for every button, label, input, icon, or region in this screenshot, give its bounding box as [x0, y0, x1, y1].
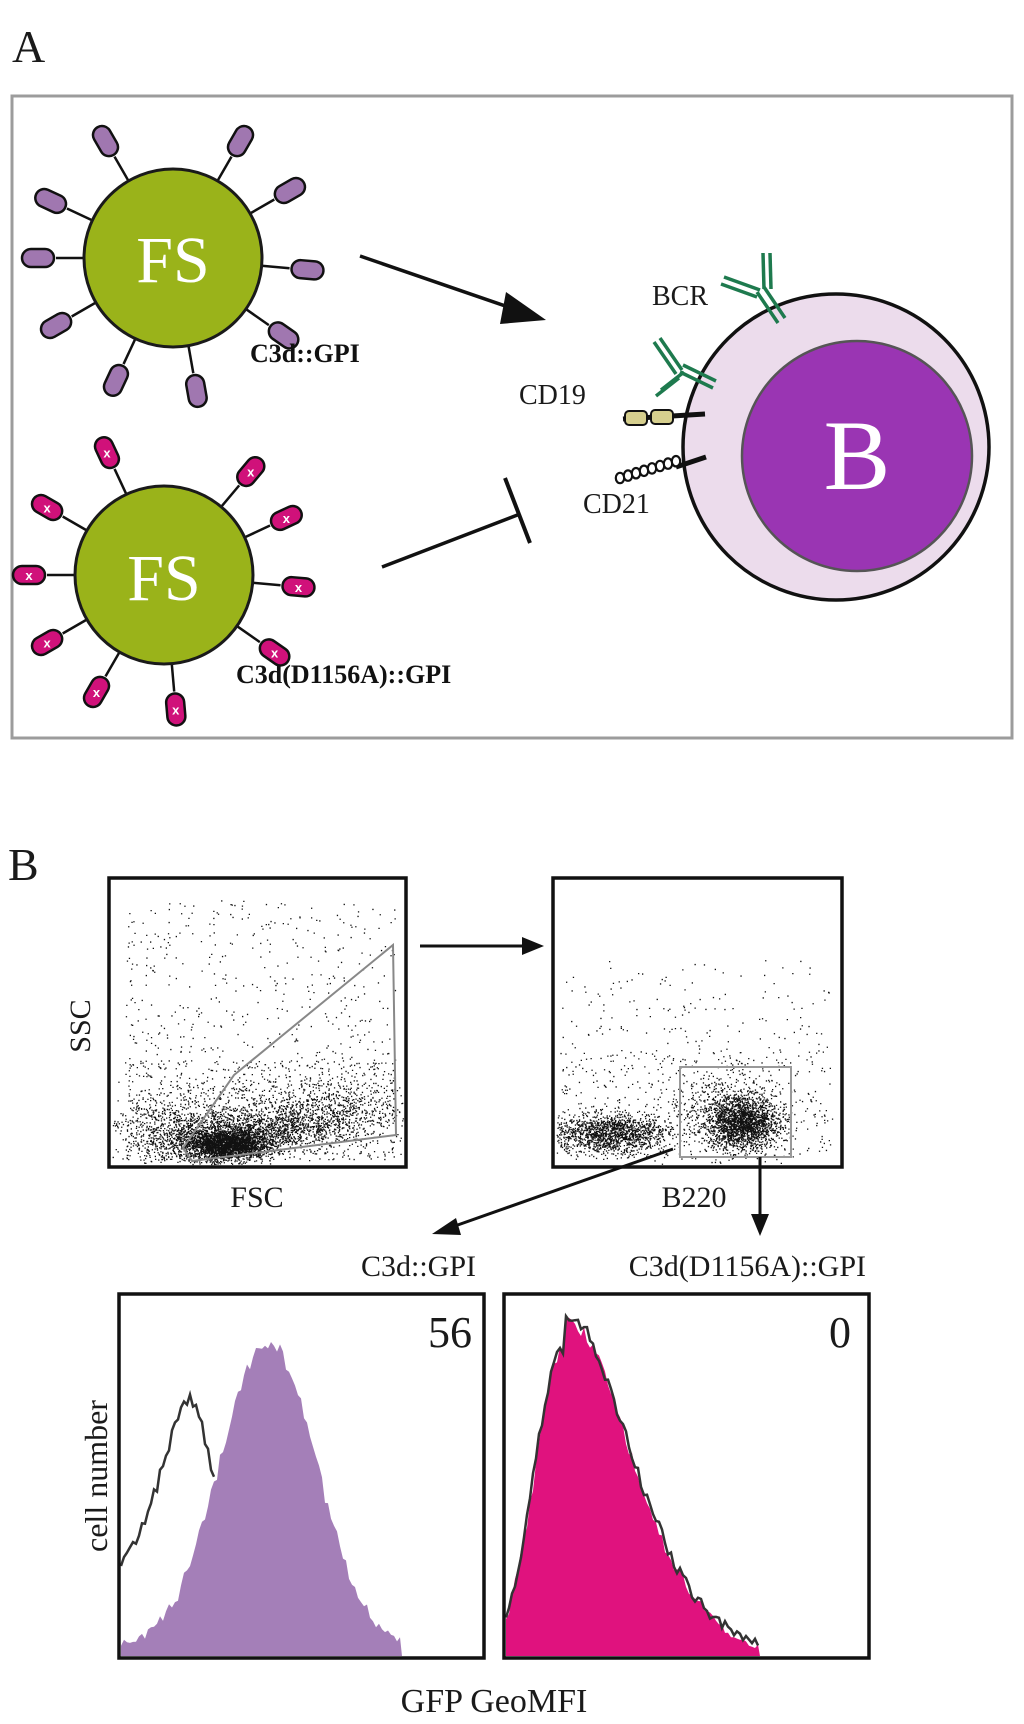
bcr-label: BCR: [652, 281, 708, 312]
cd19-icon: [622, 409, 706, 426]
fs-sphere-bottom: [73, 484, 255, 666]
activation-arrow: [359, 254, 546, 324]
ligand-icon: [245, 308, 300, 350]
ligand-group-top: [20, 124, 325, 409]
gate-to-hist-arrows: [432, 1147, 769, 1236]
hist-right-title: C3d(D1156A)::GPI: [629, 1250, 866, 1283]
histogram-right-outline: [504, 1312, 760, 1647]
scatter-frame-right: [551, 876, 844, 1169]
ligand-icon: [39, 301, 97, 340]
ligand-icon: [34, 187, 93, 222]
event-dots: [556, 960, 834, 1165]
b-cell-label: B: [824, 400, 891, 511]
construct-label-bottom: C3d(D1156A)::GPI: [236, 660, 451, 689]
ligand-icon: [184, 345, 208, 409]
fs-label-bottom: FS: [127, 542, 200, 615]
mutation-mark: x: [25, 568, 33, 583]
histogram-right-filled: [506, 1317, 760, 1656]
mutation-mark: x: [283, 511, 291, 526]
mutation-mark: x: [172, 702, 180, 717]
mutation-mark: x: [43, 501, 51, 516]
mutant-ligand-icon: x: [236, 625, 291, 667]
b220-gate-box: [679, 1066, 792, 1158]
scatter-plot-b220: [551, 876, 844, 1169]
ligand-icon: [216, 124, 255, 182]
mutation-mark: x: [93, 685, 101, 700]
mutant-ligand-icon: x: [252, 575, 316, 598]
mutation-mark: x: [295, 580, 303, 595]
mutant-ligand-icon: x: [164, 663, 187, 727]
hist-frame-left: [117, 1292, 486, 1660]
mutation-mark: x: [103, 446, 111, 461]
scatter-frame-left: [107, 876, 408, 1169]
panel-a-letter: A: [12, 21, 45, 72]
mutant-ligand-icon: x: [244, 504, 303, 539]
ligand-icon: [102, 338, 137, 397]
gfp-axis-label: GFP GeoMFI: [401, 1683, 588, 1720]
hist-left-title: C3d::GPI: [361, 1250, 476, 1283]
scatter-dots-right: [556, 960, 834, 1165]
b-cell-nucleus: [740, 339, 974, 573]
mutant-ligand-icon: x: [30, 618, 88, 657]
ligand-group-bottom: x x x x x x x x x x: [11, 436, 316, 727]
mutant-ligand-icon: x: [220, 455, 266, 508]
ligand-icon: [249, 176, 307, 215]
ligand-icon: [261, 258, 325, 281]
fsc-axis-label: FSC: [230, 1181, 283, 1214]
histogram-left-filled: [121, 1342, 402, 1656]
fs-particle-top: FS: [20, 124, 325, 409]
histogram-left-outline: [119, 1389, 216, 1567]
cd19-label: CD19: [519, 380, 586, 411]
ligand-icon: [20, 247, 84, 269]
panel-a-frame: [10, 94, 1014, 740]
fs-particle-bottom: x x x x x x x x x x FS: [11, 436, 316, 727]
ligand-icon: [91, 124, 130, 182]
scatter-plot-fsc-ssc: [107, 876, 408, 1169]
cell-number-axis-label: cell number: [78, 1400, 114, 1552]
gate-arrow: [420, 937, 544, 955]
mutation-mark: x: [247, 465, 255, 480]
mutant-ligand-icon: x: [11, 564, 75, 586]
hist-frame-right: [502, 1292, 871, 1660]
cd21-icon: [614, 454, 707, 485]
panel-b-letter: B: [8, 839, 39, 890]
mutation-mark: x: [271, 645, 279, 660]
hist-right-value: 0: [829, 1308, 851, 1357]
inhibition-arrow: [381, 477, 532, 569]
b-cell: B: [681, 292, 991, 602]
histogram-left: 56: [117, 1292, 486, 1660]
bcr-icon-top: [720, 252, 787, 324]
bcr-icon-side: [652, 337, 717, 398]
fs-label-top: FS: [136, 224, 209, 297]
cd21-label: CD21: [583, 489, 650, 520]
gate-polygon: [181, 942, 398, 1163]
mutant-ligand-icon: x: [30, 493, 88, 532]
mutant-ligand-icon: x: [93, 436, 128, 495]
hist-left-value: 56: [428, 1308, 472, 1357]
histogram-right: 0: [502, 1292, 871, 1660]
mutant-ligand-icon: x: [82, 651, 121, 709]
b220-axis-label: B220: [661, 1181, 726, 1214]
construct-label-top: C3d::GPI: [250, 339, 360, 368]
mutation-mark: x: [43, 636, 51, 651]
ssc-axis-label: SSC: [64, 999, 97, 1052]
fs-sphere-top: [82, 167, 264, 349]
